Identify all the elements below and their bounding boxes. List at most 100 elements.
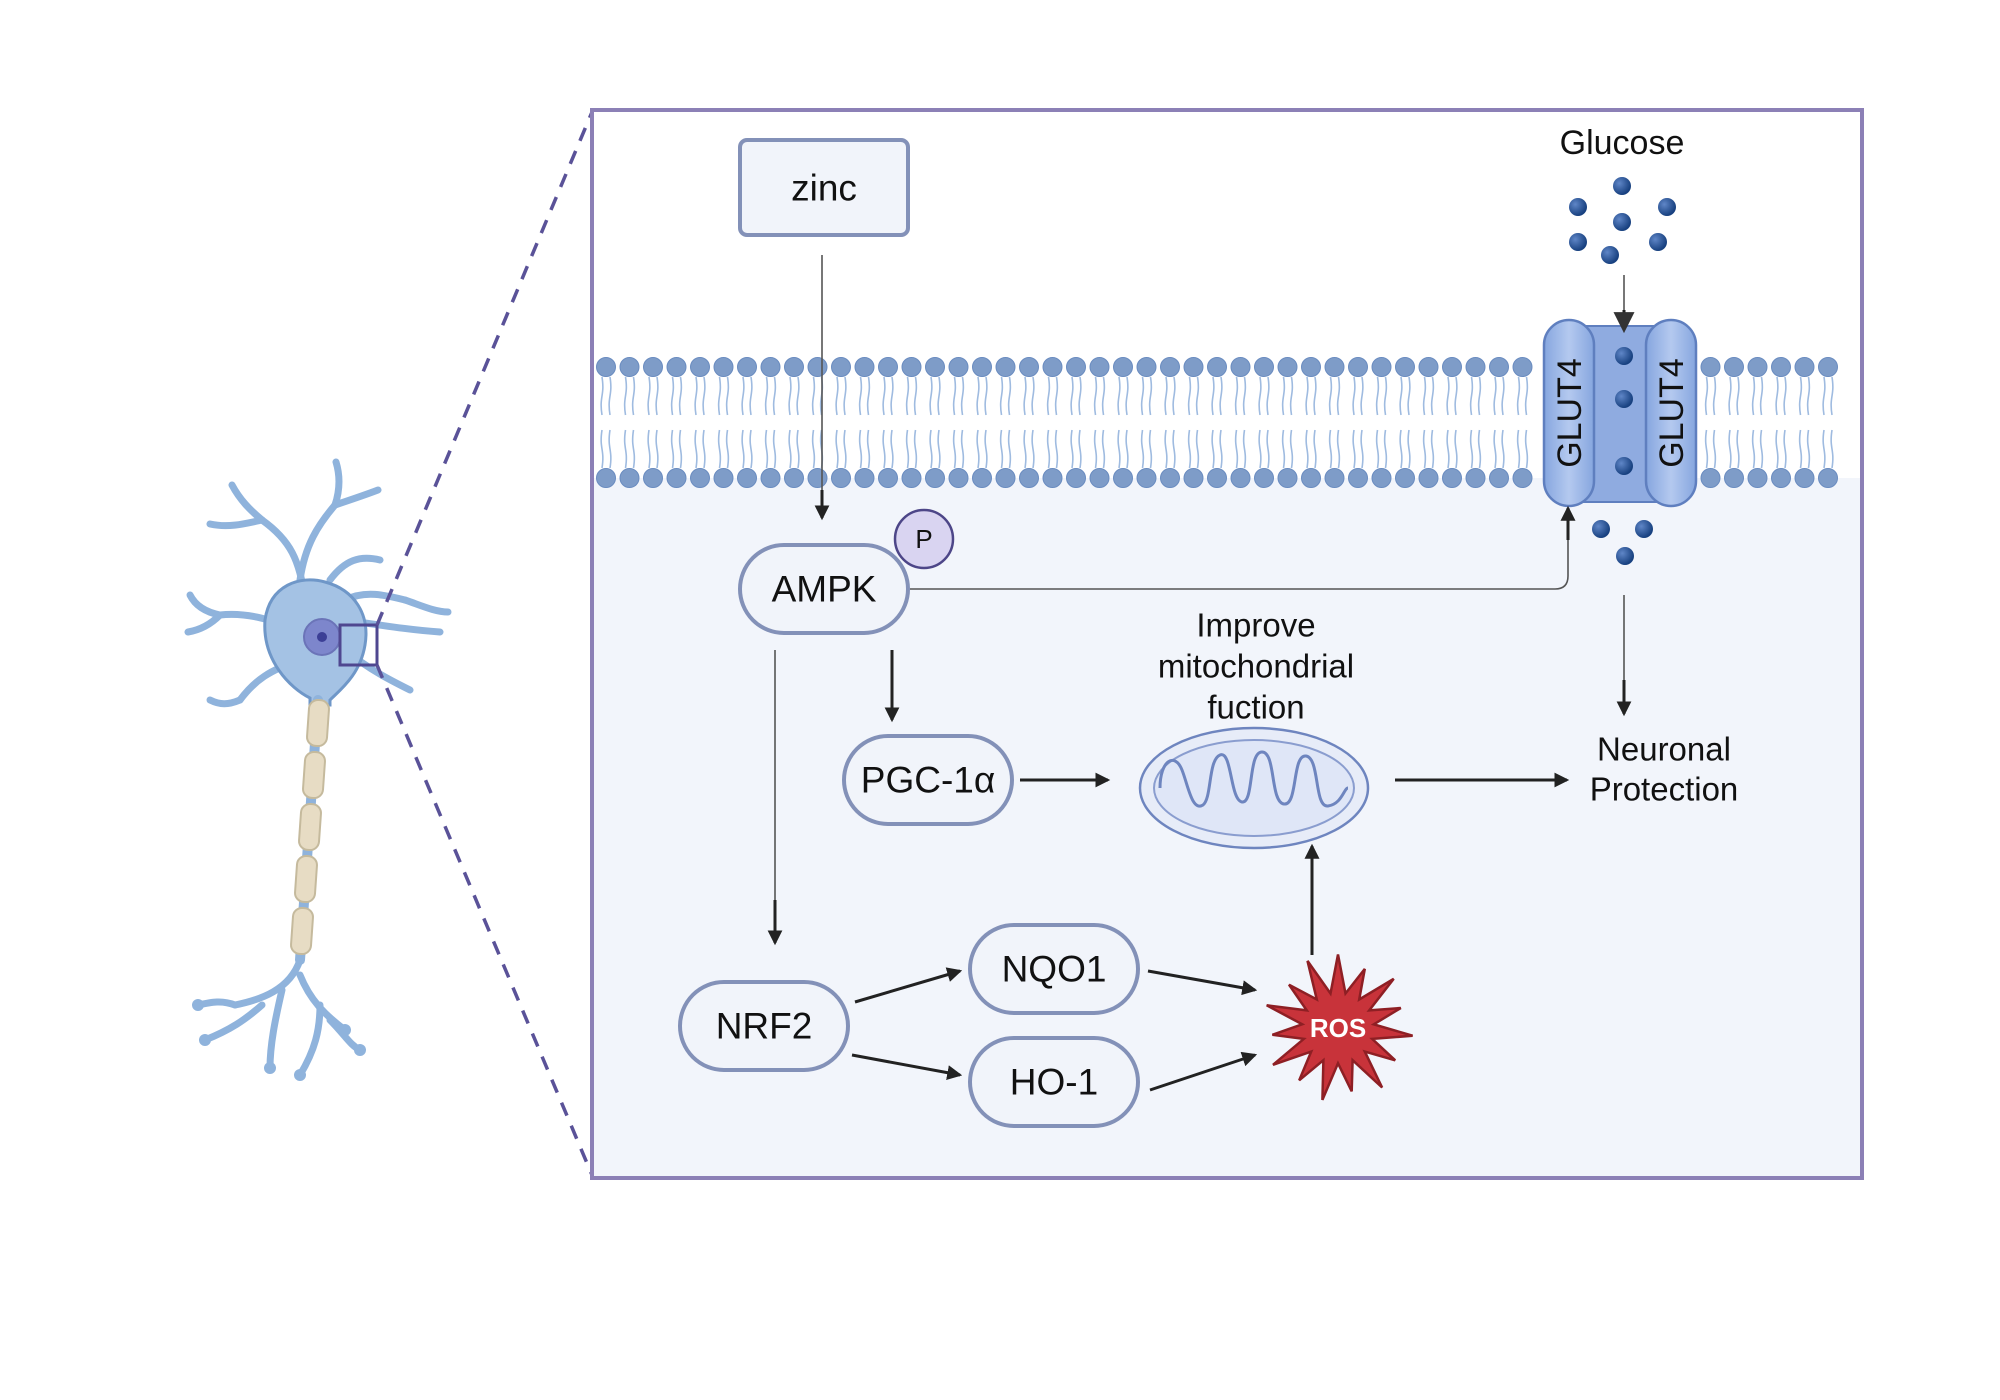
lipid-tail (1728, 376, 1732, 416)
lipid-tail (1501, 376, 1505, 416)
node-pgc1a[interactable]: PGC-1α (842, 734, 1014, 826)
lipid-tail (1430, 429, 1435, 469)
lipid-tail (749, 429, 753, 469)
node-zinc[interactable]: zinc (738, 138, 910, 237)
lipid-tail (702, 429, 706, 469)
lipid-tail (1822, 429, 1826, 469)
ros-starburst-icon (1266, 954, 1413, 1101)
node-ros-label: ROS (1310, 1013, 1366, 1043)
lipid-tail (1712, 376, 1717, 416)
glucose-molecules-inside (1592, 520, 1653, 565)
neuron-nucleolus (317, 632, 327, 642)
lipid-head (1019, 468, 1039, 488)
lipid-head (948, 468, 969, 488)
lipid-tail (1446, 376, 1450, 416)
lipid-tail (1148, 376, 1153, 416)
lipid-tail (702, 376, 706, 416)
lipid-tail (1736, 376, 1740, 416)
lipid-tail (1336, 429, 1341, 469)
lipid-tail (1751, 376, 1756, 416)
lipid-tail (764, 376, 769, 416)
lipid-tail (694, 429, 698, 469)
lipid-tail (1242, 376, 1247, 416)
lipid-tail (655, 376, 659, 416)
lipid-head (1794, 468, 1815, 488)
lipid-tail (1070, 429, 1074, 469)
lipid-tail (788, 376, 792, 416)
lipid-tail (1477, 429, 1482, 469)
lipid-head (878, 468, 898, 488)
lipid-tail (1775, 429, 1779, 469)
lipid-head (1183, 468, 1204, 488)
edge-nqo1-ros (1147, 969, 1258, 996)
glucose-in-channel (1615, 347, 1633, 365)
lipid-tail (670, 429, 675, 469)
lipid-tail (882, 429, 886, 469)
mito-label-line2: mitochondrial (1158, 648, 1354, 685)
lipid-head (1442, 468, 1462, 488)
lipid-tail (1046, 429, 1051, 469)
lipid-tail (1078, 376, 1082, 416)
lipid-head (1371, 468, 1392, 488)
lipid-tail (1454, 376, 1458, 416)
node-nrf2-label: NRF2 (716, 1006, 813, 1047)
node-ampk[interactable]: AMPK (738, 543, 910, 635)
lipid-head (1747, 357, 1768, 377)
lipid-head (1160, 357, 1180, 377)
lipid-tail (1258, 429, 1262, 469)
lipid-tail (1336, 376, 1341, 416)
lipid-tail (1023, 376, 1027, 416)
lipid-head (948, 357, 969, 377)
lipid-head (854, 357, 875, 377)
lipid-head (1324, 357, 1345, 377)
lipid-head (666, 468, 687, 488)
lipid-head (1113, 468, 1133, 488)
lipid-tail (1289, 429, 1294, 469)
axon-terminals (192, 956, 366, 1081)
lipid-tail (1728, 429, 1732, 469)
lipid-tail (811, 429, 816, 469)
lipid-tail (608, 429, 612, 469)
node-nrf2[interactable]: NRF2 (678, 980, 850, 1072)
lipid-head (1747, 468, 1768, 488)
lipid-tail (1469, 429, 1474, 469)
node-ho1[interactable]: HO-1 (968, 1036, 1140, 1128)
node-ros[interactable]: ROS (1266, 954, 1413, 1101)
neuron-illustration (184, 458, 452, 1081)
lipid-tail (1399, 429, 1403, 469)
lipid-tail (1117, 376, 1121, 416)
lipid-head (1771, 357, 1791, 377)
lipid-tail (882, 376, 886, 416)
lipid-tail (1305, 376, 1309, 416)
lipid-tail (725, 376, 730, 416)
lipid-tail (678, 376, 683, 416)
lipid-tail (764, 429, 769, 469)
lipid-tail (1524, 429, 1529, 469)
myelin-sheaths (290, 698, 330, 956)
lipid-head (925, 468, 945, 488)
node-nqo1[interactable]: NQO1 (968, 923, 1140, 1015)
lipid-head (1489, 468, 1509, 488)
lipid-head (1042, 357, 1063, 377)
lipid-tail (1101, 429, 1106, 469)
lipid-tail (1422, 429, 1427, 469)
lipid-tail (1352, 429, 1356, 469)
lipid-tail (1516, 376, 1521, 416)
lipid-head (1700, 468, 1721, 488)
lipid-tail (1830, 429, 1834, 469)
lipid-tail (1117, 429, 1121, 469)
lipid-tail (1195, 376, 1200, 416)
node-ampk-label: AMPK (772, 569, 877, 610)
protection-label-line2: Protection (1590, 771, 1739, 808)
lipid-tail (725, 429, 730, 469)
lipid-tail (1383, 376, 1388, 416)
lipid-head (1818, 357, 1838, 377)
lipid-head (901, 357, 922, 377)
lipid-tail (905, 429, 910, 469)
lipid-head (760, 357, 781, 377)
lipid-tail (1759, 376, 1764, 416)
phospho-label: P (915, 524, 932, 554)
lipid-tail (890, 429, 894, 469)
lipid-head (1348, 357, 1368, 377)
lipid-tail (858, 429, 863, 469)
